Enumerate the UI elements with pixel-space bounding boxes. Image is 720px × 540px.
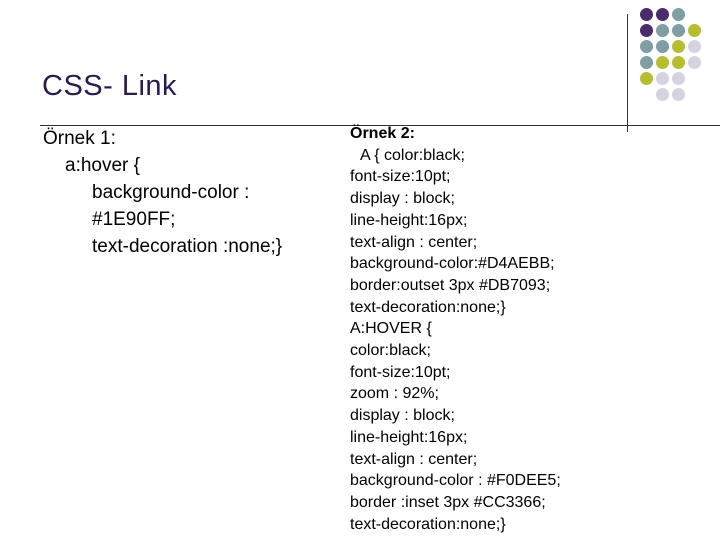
decorative-dot	[656, 88, 669, 101]
decorative-dot	[640, 8, 653, 21]
example2-line: border :inset 3px #CC3366;	[350, 493, 546, 511]
decorative-dot	[672, 72, 685, 85]
decorative-dot	[688, 24, 701, 37]
decorative-dot	[656, 8, 669, 21]
example2-line: A:HOVER {	[350, 320, 432, 338]
decorative-dot	[688, 56, 701, 69]
example2-line: display : block;	[350, 190, 455, 208]
example2-line: background-color : #F0DEE5;	[350, 472, 561, 490]
example2-line: A { color:black;	[360, 146, 465, 164]
example2-line: line-height:16px;	[350, 428, 468, 446]
example2-line: font-size:10pt;	[350, 168, 451, 186]
decorative-dot	[672, 56, 685, 69]
example1-line: #1E90FF;	[92, 209, 176, 230]
decorative-dot	[656, 40, 669, 53]
slide-title: CSS- Link	[42, 70, 178, 102]
decorative-dot	[640, 24, 653, 37]
decorative-dot	[640, 72, 653, 85]
example2-line: line-height:16px;	[350, 211, 468, 229]
decorative-dot	[656, 56, 669, 69]
decorative-dot	[672, 24, 685, 37]
vertical-divider	[627, 14, 628, 132]
example2-line: text-decoration:none;}	[350, 298, 506, 316]
example2-line: font-size:10pt;	[350, 363, 451, 381]
decorative-dot	[656, 24, 669, 37]
example2-line: color:black;	[350, 342, 431, 360]
example2-line: text-align : center;	[350, 450, 478, 468]
example2-line: background-color:#D4AEBB;	[350, 255, 555, 273]
title-underline	[40, 125, 720, 126]
example1-line: a:hover {	[65, 155, 140, 176]
example2-heading: Örnek 2:	[350, 125, 415, 142]
example2-line: zoom : 92%;	[350, 385, 439, 403]
example1-heading: Örnek 1:	[43, 128, 116, 149]
decorative-dot	[640, 40, 653, 53]
decorative-dot	[672, 88, 685, 101]
decorative-dot	[656, 72, 669, 85]
decorative-dot	[688, 40, 701, 53]
example2-line: display : block;	[350, 407, 455, 425]
example1-line: background-color :	[92, 182, 250, 203]
example1-block: Örnek 1: a:hover { background-color : #1…	[43, 125, 333, 260]
example2-line: border:outset 3px #DB7093;	[350, 276, 551, 294]
decorative-dot	[640, 56, 653, 69]
decorative-dot	[672, 8, 685, 21]
example2-line: text-decoration:none;}	[350, 515, 506, 533]
decorative-dot-grid	[640, 8, 720, 120]
example2-block: Örnek 2: A { color:black; font-size:10pt…	[350, 123, 690, 535]
example1-line: text-decoration :none;}	[92, 236, 283, 257]
decorative-dot	[672, 40, 685, 53]
example2-line: text-align : center;	[350, 233, 478, 251]
